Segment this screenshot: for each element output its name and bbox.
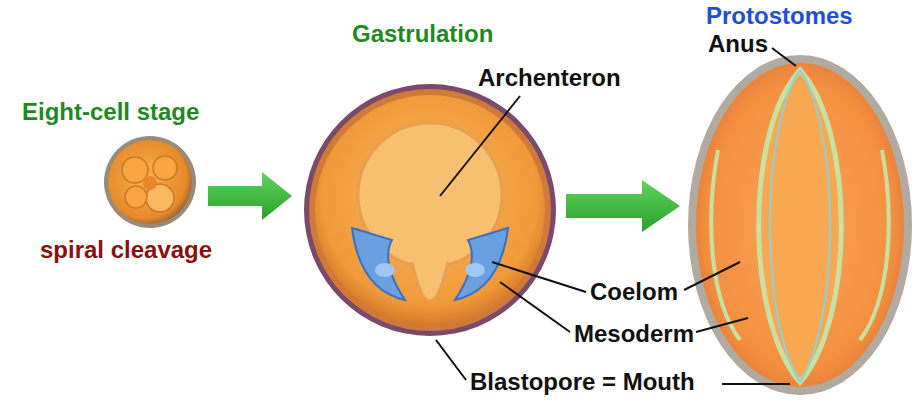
part-label: Eight-cell stage: [22, 98, 199, 126]
part-label: Gastrulation: [352, 20, 493, 48]
part-label: Blastopore = Mouth: [470, 368, 695, 396]
part-label: Anus: [708, 30, 768, 58]
diagram-title: Protostomes: [706, 2, 853, 30]
part-label: Coelom: [590, 278, 678, 306]
part-label: spiral cleavage: [40, 236, 212, 264]
part-label: Mesoderm: [574, 320, 694, 348]
part-label: Archenteron: [478, 64, 621, 92]
